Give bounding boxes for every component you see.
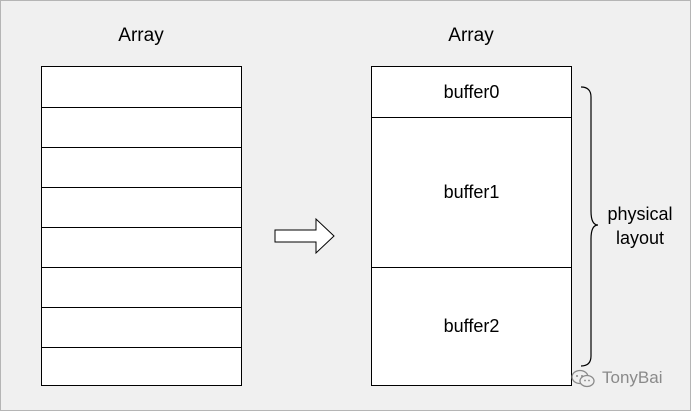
left-array-cell bbox=[42, 187, 241, 227]
buffer2-block: buffer2 bbox=[372, 267, 571, 385]
left-array-cell bbox=[42, 267, 241, 307]
left-array-cell bbox=[42, 107, 241, 147]
left-array-cell bbox=[42, 227, 241, 267]
buffer1-block: buffer1 bbox=[372, 117, 571, 267]
right-array: buffer0 buffer1 buffer2 bbox=[371, 66, 572, 386]
left-array-cell bbox=[42, 307, 241, 347]
wechat-icon bbox=[570, 368, 596, 388]
transform-arrow bbox=[274, 217, 335, 255]
left-array-cell bbox=[42, 347, 241, 387]
physical-label-line2: layout bbox=[615, 228, 665, 248]
watermark-text: TonyBai bbox=[602, 368, 663, 387]
right-array-title: Array bbox=[448, 25, 494, 46]
physical-label-line1: physical bbox=[607, 204, 673, 224]
left-array bbox=[41, 66, 242, 386]
buffer0-block: buffer0 bbox=[443, 81, 500, 102]
left-array-cell bbox=[42, 67, 241, 107]
physical-layout-label: physical layout bbox=[599, 202, 681, 250]
left-array-title: Array bbox=[118, 25, 164, 46]
left-array-cell bbox=[42, 147, 241, 187]
watermark: TonyBai bbox=[570, 368, 662, 388]
curly-brace bbox=[580, 86, 599, 367]
